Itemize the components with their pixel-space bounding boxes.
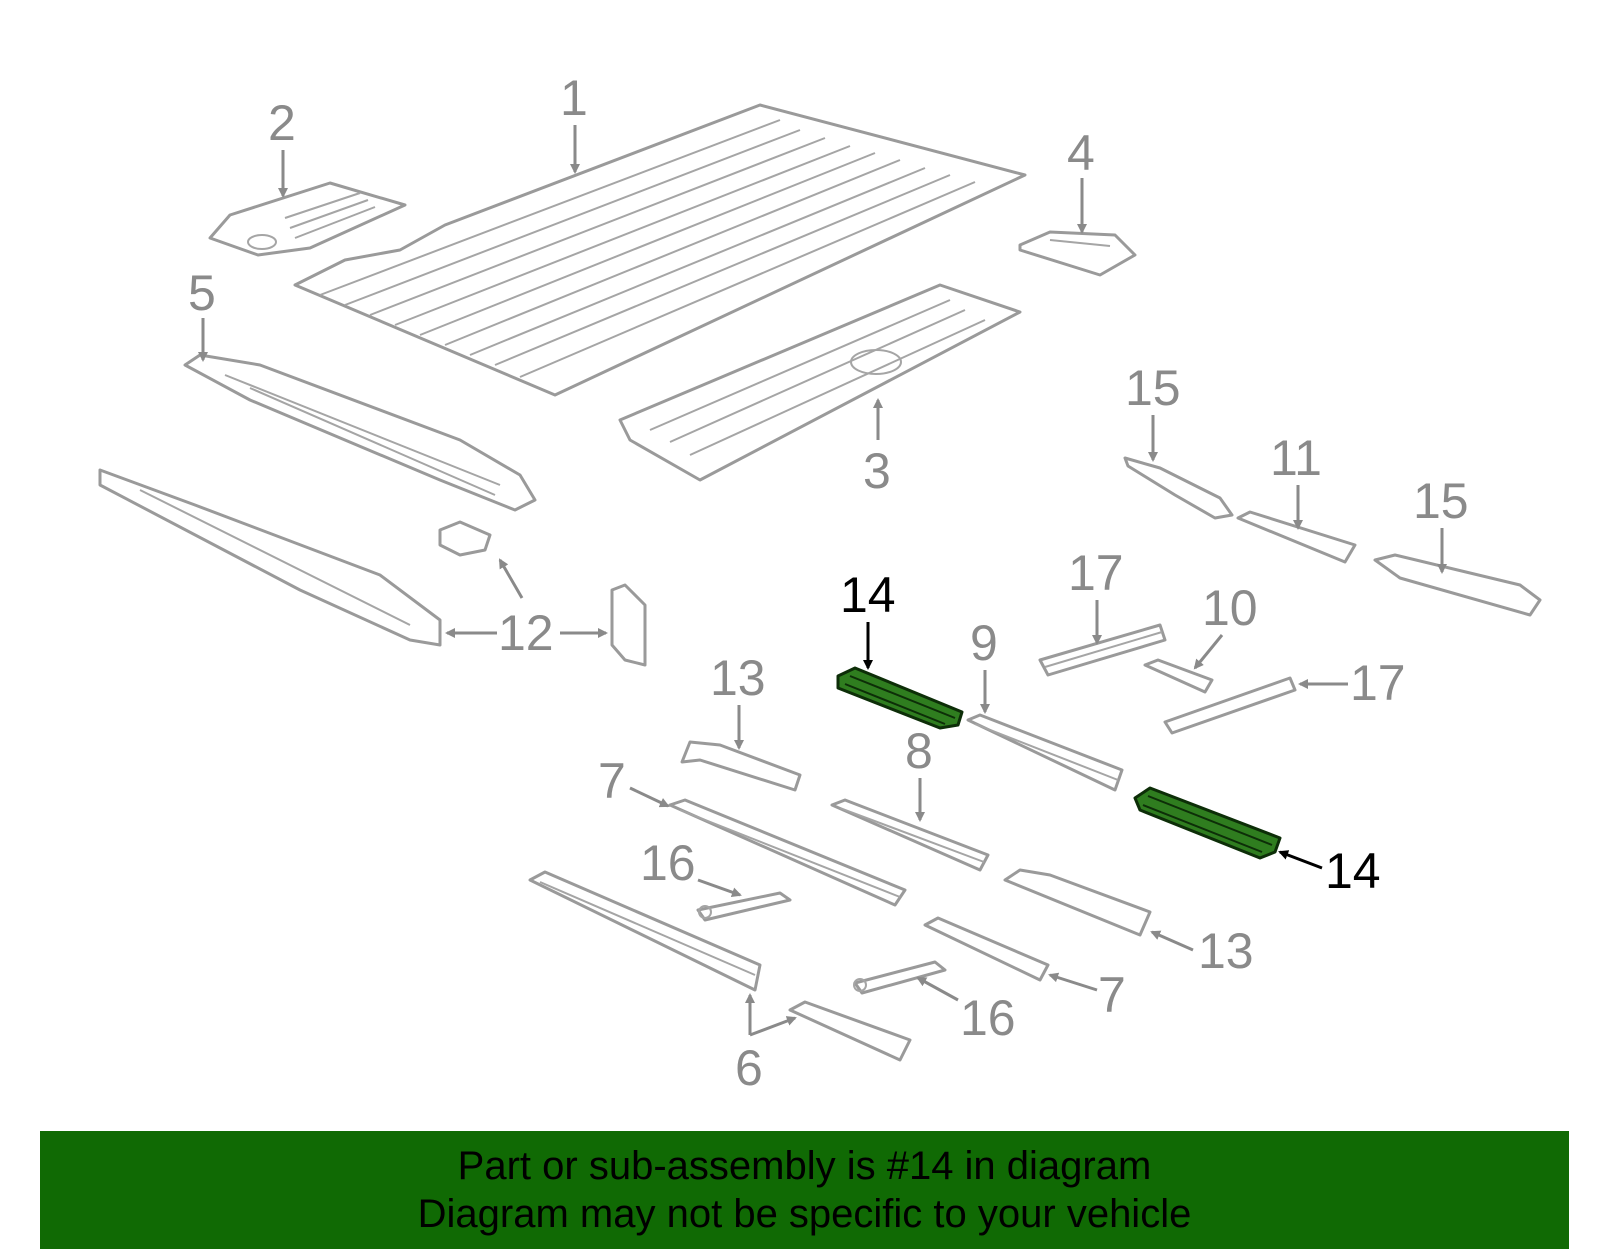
banner-line-disclaimer: Diagram may not be specific to your vehi… xyxy=(417,1192,1192,1236)
callout-2: 2 xyxy=(268,95,296,151)
callout-5: 5 xyxy=(188,265,216,321)
part-9-strip xyxy=(966,713,1124,792)
part-6-short-strip xyxy=(788,1000,912,1062)
callout-14-lower: 14 xyxy=(1325,843,1381,899)
part-17-lower-strip xyxy=(1163,676,1297,735)
callout-15-right: 15 xyxy=(1413,473,1469,529)
part-7-lower-strip xyxy=(923,916,1050,982)
callout-4: 4 xyxy=(1067,125,1095,181)
part-15-right-rail xyxy=(1373,553,1542,617)
callout-14-upper: 14 xyxy=(840,567,896,623)
callout-12: 12 xyxy=(498,605,554,661)
part-10-strip xyxy=(1143,658,1214,694)
part-12-clip xyxy=(438,520,492,557)
part-4-bracket xyxy=(1018,230,1137,277)
callout-3: 3 xyxy=(863,443,891,499)
parts-diagram: 1 2 4 5 3 15 11 15 17 10 17 9 12 13 8 7 … xyxy=(98,70,1542,1096)
callout-9: 9 xyxy=(970,615,998,671)
part-5-front-sill xyxy=(183,353,537,512)
part-15-left-rail xyxy=(1123,456,1234,520)
callout-13-lower: 13 xyxy=(1198,923,1254,979)
part-7-upper-strip xyxy=(668,798,907,907)
part-8-strip xyxy=(830,798,990,872)
part-16-upper-clip xyxy=(696,891,792,922)
part-3-crossmember-panel xyxy=(618,283,1022,482)
callout-17-lower: 17 xyxy=(1350,655,1406,711)
part-14-lower-highlight[interactable] xyxy=(1133,786,1282,860)
callout-13-upper: 13 xyxy=(710,650,766,706)
banner-line-part: Part or sub-assembly is #14 in diagram xyxy=(457,1144,1152,1188)
callout-1: 1 xyxy=(560,70,588,126)
part-16-lower-clip xyxy=(853,960,947,995)
part-17-upper-strip xyxy=(1038,623,1167,677)
callout-11: 11 xyxy=(1270,430,1322,486)
part-13-upper-bracket xyxy=(680,740,802,792)
leader-lines xyxy=(198,125,1447,1037)
callout-10: 10 xyxy=(1202,580,1258,636)
part-6-long-strip xyxy=(528,870,762,992)
notice-banner: Part or sub-assembly is #14 in diagram D… xyxy=(40,1131,1569,1249)
callout-6: 6 xyxy=(735,1040,763,1096)
part-2-bracket xyxy=(208,181,407,257)
callout-15-left: 15 xyxy=(1125,360,1181,416)
callout-17-upper: 17 xyxy=(1068,545,1124,601)
callout-8: 8 xyxy=(905,723,933,779)
part-14-upper-highlight[interactable] xyxy=(836,666,964,730)
callout-16-upper: 16 xyxy=(640,835,696,891)
part-12-bracket xyxy=(610,583,647,667)
part-13-lower-bracket xyxy=(1003,868,1152,937)
callout-7-lower: 7 xyxy=(1098,967,1126,1023)
part-1-floor-panel xyxy=(293,103,1027,397)
part-11-rail xyxy=(1236,510,1357,564)
callout-16-lower: 16 xyxy=(960,990,1016,1046)
part-12-side-rail xyxy=(98,468,442,647)
callout-7-upper: 7 xyxy=(598,753,626,809)
